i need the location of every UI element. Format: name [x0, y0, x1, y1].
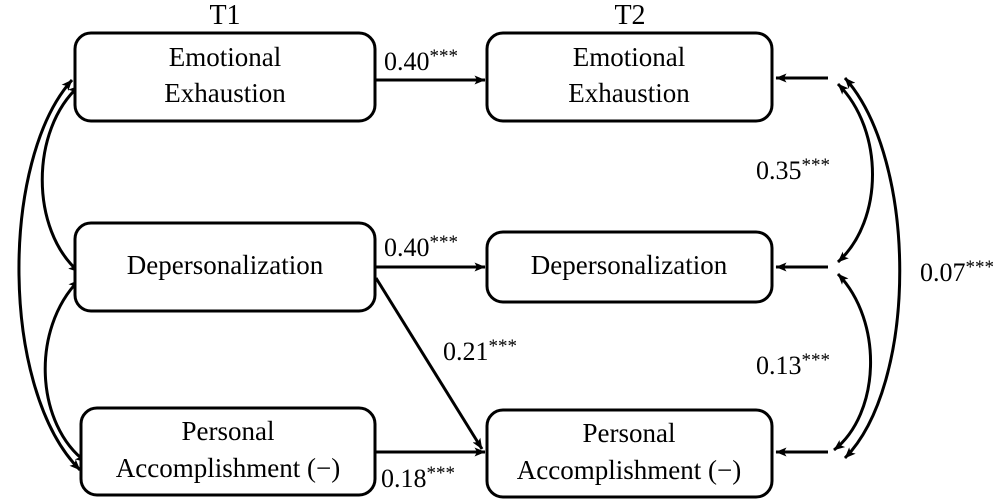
- t2-dp-pa-correlation-arc[interactable]: [833, 272, 873, 452]
- coef-ee-t1-to-ee-t2: 0.40***: [384, 46, 458, 76]
- coef-dp-t1-to-dp-t2: 0.40***: [384, 232, 458, 262]
- box-outline: [79, 406, 377, 497]
- coef-value: 0.13: [756, 351, 802, 380]
- box-t1-depersonalization[interactable]: Depersonalization: [73, 221, 377, 313]
- box-t2-personal-accomplishment[interactable]: Personal Accomplishment (−): [485, 408, 774, 499]
- box-outline: [485, 31, 774, 123]
- coef-stars: ***: [802, 155, 831, 176]
- coef-value: 0.40: [384, 47, 430, 76]
- t1-correlation-arcs: [17, 78, 87, 472]
- coef-t2-dp-pa-correlation: 0.13***: [756, 350, 830, 380]
- box-label-line2: Accomplishment (−): [116, 453, 340, 483]
- coef-value: 0.40: [384, 233, 430, 262]
- box-label-line1: Personal: [182, 416, 275, 446]
- column-header-t2: T2: [614, 0, 645, 31]
- column-header-t1: T1: [209, 0, 240, 31]
- box-outline: [73, 31, 377, 123]
- t2-ee-pa-correlation-arc[interactable]: [843, 77, 902, 460]
- directed-paths: [374, 75, 486, 457]
- box-label-line1: Personal: [583, 418, 676, 448]
- coef-value: 0.21: [443, 337, 489, 366]
- t1-ee-dp-correlation-arc[interactable]: [40, 84, 81, 274]
- coef-stars: ***: [430, 46, 459, 67]
- coef-pa-t1-to-pa-t2: 0.18***: [381, 463, 455, 493]
- coef-stars: ***: [430, 232, 459, 253]
- box-label-line2: Exhaustion: [568, 78, 690, 108]
- coef-stars: ***: [966, 257, 995, 278]
- t2-correlation-arcs: [775, 73, 902, 460]
- box-label-line1: Depersonalization: [127, 250, 324, 280]
- box-label-line1: Depersonalization: [531, 250, 728, 280]
- construct-boxes: Emotional Exhaustion Depersonalization P…: [73, 31, 774, 499]
- coef-stars: ***: [427, 463, 456, 484]
- coef-stars: ***: [489, 336, 518, 357]
- coef-value: 0.07: [920, 258, 966, 287]
- box-label-line2: Exhaustion: [164, 78, 286, 108]
- coef-t2-ee-pa-correlation: 0.07***: [920, 257, 994, 287]
- box-t1-personal-accomplishment[interactable]: Personal Accomplishment (−): [79, 406, 377, 497]
- box-t1-emotional-exhaustion[interactable]: Emotional Exhaustion: [73, 31, 377, 123]
- box-outline: [485, 230, 774, 304]
- box-outline: [73, 221, 377, 313]
- coef-stars: ***: [802, 350, 831, 371]
- box-t2-depersonalization[interactable]: Depersonalization: [485, 230, 774, 304]
- coefficient-labels: 0.40*** 0.40*** 0.21*** 0.18*** 0.35*** …: [381, 46, 994, 493]
- box-t2-emotional-exhaustion[interactable]: Emotional Exhaustion: [485, 31, 774, 123]
- box-label-line2: Accomplishment (−): [517, 455, 741, 485]
- path-dp-t1-to-pa-t2[interactable]: [374, 277, 484, 450]
- box-label-line1: Emotional: [573, 42, 685, 72]
- t1-ee-pa-correlation-arc[interactable]: [17, 78, 82, 472]
- coef-dp-t1-to-pa-t2: 0.21***: [443, 336, 517, 366]
- coef-value: 0.18: [381, 464, 427, 493]
- box-label-line1: Emotional: [169, 42, 281, 72]
- coef-t2-ee-dp-correlation: 0.35***: [756, 155, 830, 185]
- coef-value: 0.35: [756, 156, 802, 185]
- box-outline: [485, 408, 774, 499]
